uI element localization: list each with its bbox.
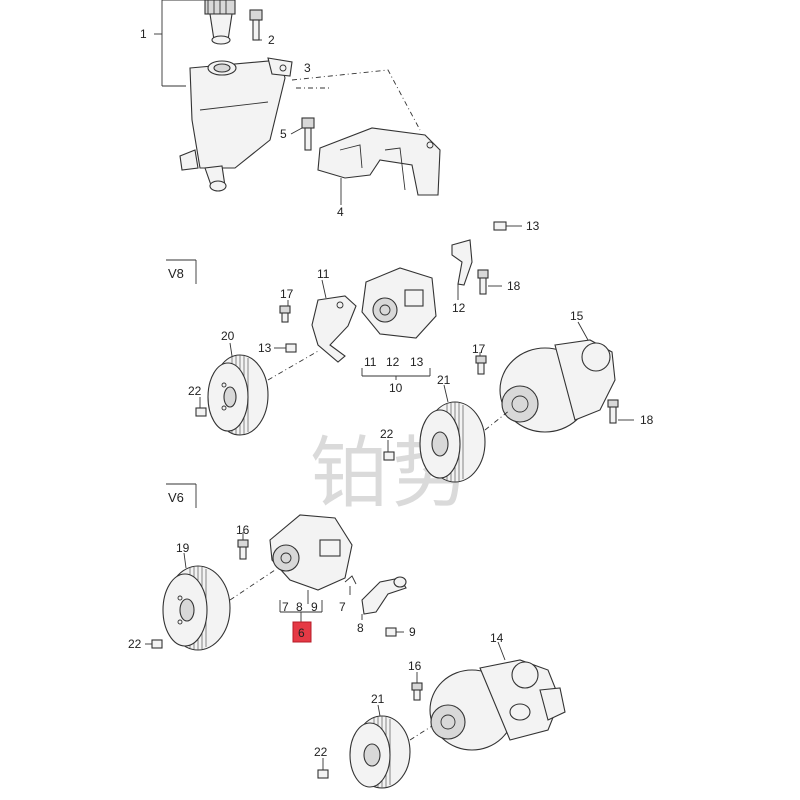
v6-pipe-fitting xyxy=(344,575,407,637)
callout-1: 1 xyxy=(140,27,147,41)
callout-22-v6-bottom: 22 xyxy=(314,745,328,759)
callout-3: 3 xyxy=(304,61,311,75)
svg-text:V6: V6 xyxy=(168,490,184,505)
group-bracket-789 xyxy=(279,600,323,622)
v8-section-label: V8 xyxy=(166,259,197,284)
callout-14: 14 xyxy=(490,631,504,645)
callout-18-top: 18 xyxy=(507,279,521,293)
callout-22-v8-right: 22 xyxy=(380,427,394,441)
callout-4: 4 xyxy=(337,205,344,219)
callout-10: 10 xyxy=(389,381,403,395)
callout-7: 7 xyxy=(339,600,346,614)
callout-22-v8-left: 22 xyxy=(188,384,202,398)
pulley-21-v8 xyxy=(383,401,511,483)
callout-2: 2 xyxy=(268,33,275,47)
group-bracket-10 xyxy=(361,368,431,380)
callout-17-left: 17 xyxy=(280,287,294,301)
callout-17-right: 17 xyxy=(472,342,486,356)
callout-11: 11 xyxy=(317,267,330,281)
callout-13-top: 13 xyxy=(526,219,540,233)
group-13: 13 xyxy=(410,355,424,369)
v8-bracket-12 xyxy=(451,221,507,295)
v6-big-pump-14 xyxy=(411,659,566,751)
group-8: 8 xyxy=(296,600,303,614)
callout-9: 9 xyxy=(409,625,416,639)
callout-6: 6 xyxy=(298,626,305,640)
callout-20: 20 xyxy=(221,329,235,343)
callout-19: 19 xyxy=(176,541,190,555)
callout-16-v6: 16 xyxy=(236,523,250,537)
callout-12: 12 xyxy=(452,301,466,315)
callout-13-left: 13 xyxy=(258,341,272,355)
group-12: 12 xyxy=(386,355,400,369)
mounting-bracket xyxy=(301,117,441,196)
callout-15: 15 xyxy=(570,309,584,323)
v6-section-label: V6 xyxy=(166,483,197,508)
svg-text:V8: V8 xyxy=(168,266,184,281)
group-7: 7 xyxy=(282,600,289,614)
callout-6-highlight xyxy=(292,621,312,643)
pulley-20 xyxy=(195,349,321,436)
leader-lines xyxy=(145,39,634,770)
pulley-21-v6 xyxy=(317,715,433,789)
v8-pump-small xyxy=(361,267,437,339)
callout-8: 8 xyxy=(357,621,364,635)
group-9: 9 xyxy=(311,600,318,614)
v6-pump-6 xyxy=(237,514,353,604)
pulley-19 xyxy=(151,565,276,651)
callout-18-right: 18 xyxy=(640,413,654,427)
callout-labels: 1 2 3 4 5 13 18 12 11 17 13 20 22 11 12 … xyxy=(128,27,654,759)
reservoir-assembly xyxy=(154,0,421,192)
v8-mount-bracket-11 xyxy=(279,295,357,363)
callout-5: 5 xyxy=(280,127,287,141)
callout-16-bottom: 16 xyxy=(408,659,422,673)
group-11: 11 xyxy=(364,355,377,369)
callout-21-v6: 21 xyxy=(371,692,385,706)
v8-big-pump-15 xyxy=(475,339,619,433)
callout-22-v6-top: 22 xyxy=(128,637,142,651)
callout-21-v8: 21 xyxy=(437,373,451,387)
